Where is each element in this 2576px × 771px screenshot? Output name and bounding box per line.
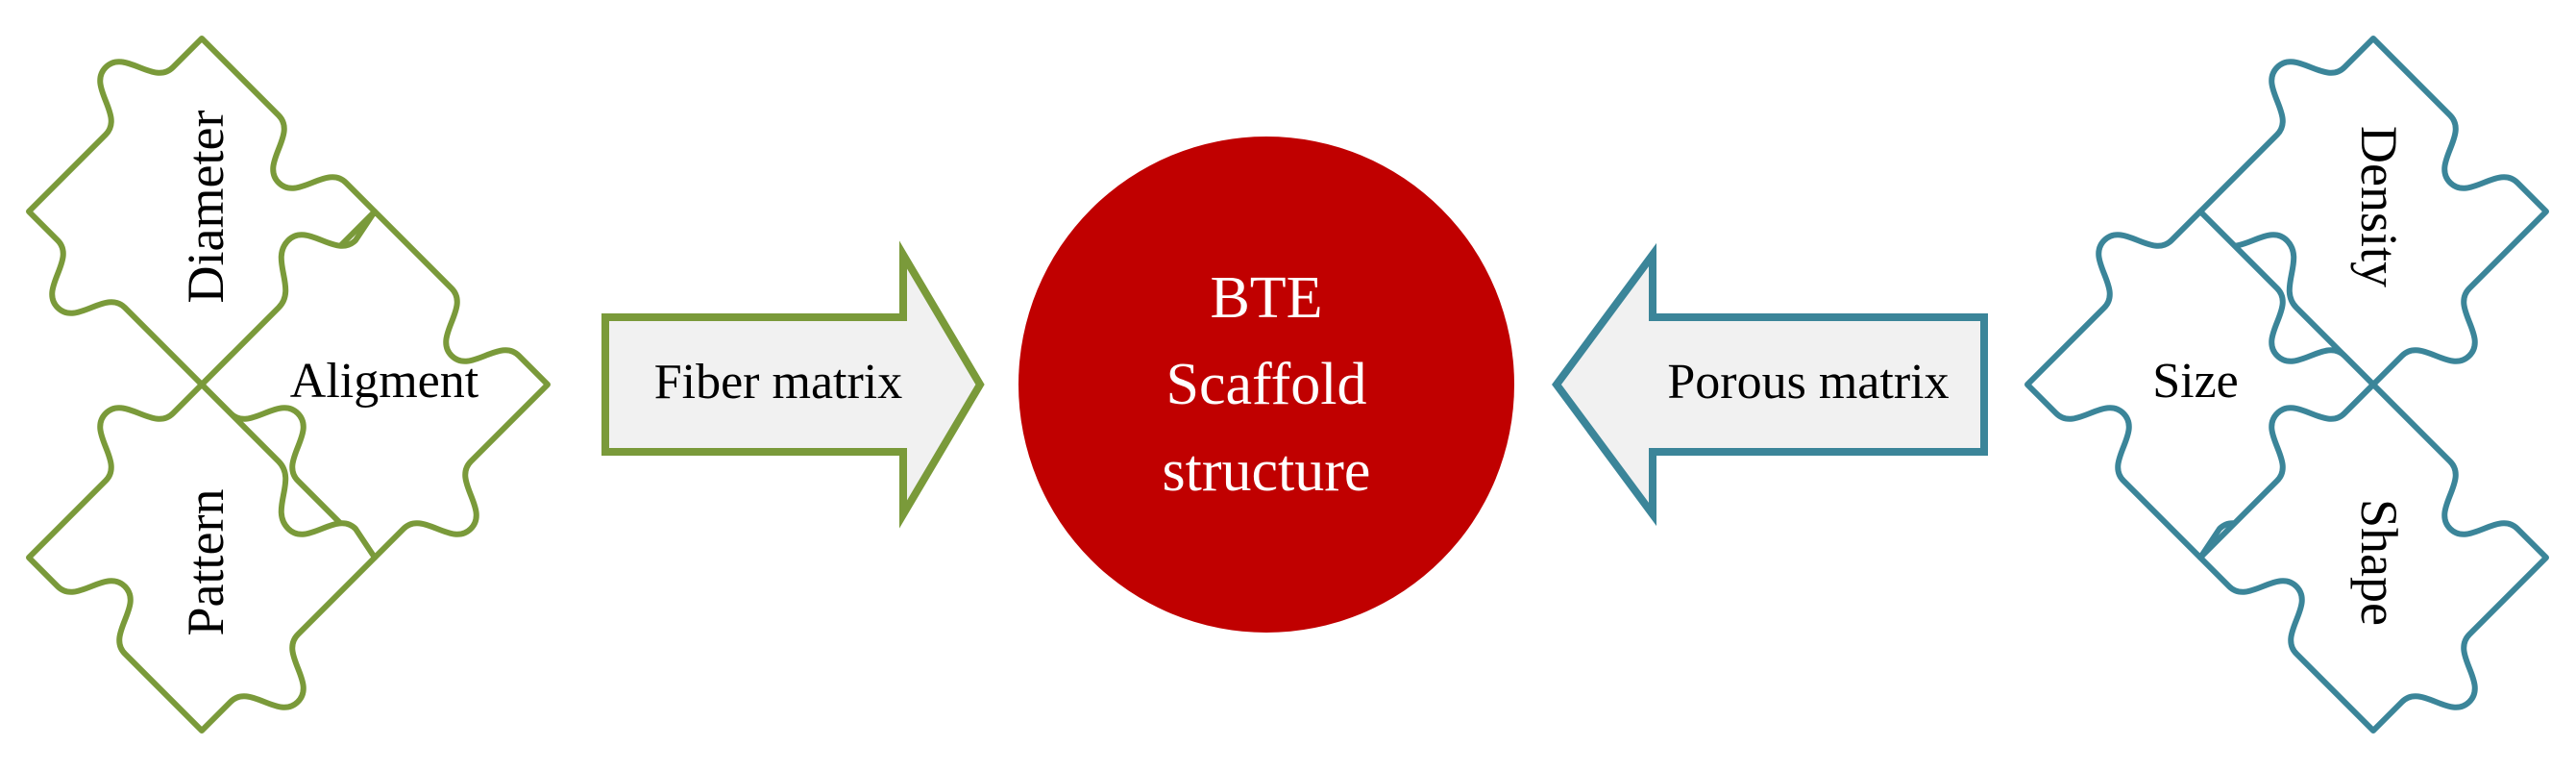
porous-matrix-label: Porous matrix (1667, 355, 1949, 410)
puzzle-piece-density (2197, 36, 2549, 387)
label-diameter: Diameter (177, 111, 234, 304)
label-pattern: Pattern (177, 489, 234, 636)
label-size: Size (2152, 354, 2239, 409)
fiber-matrix-arrow: Fiber matrix (601, 240, 985, 529)
left-puzzle-cluster: Diameter Aligment Pattern (26, 36, 551, 734)
label-alignment: Aligment (290, 354, 479, 409)
center-node: BTE Scaffold structure (1018, 137, 1514, 633)
fiber-matrix-label: Fiber matrix (654, 355, 903, 410)
puzzle-piece-alignment (199, 209, 551, 560)
center-line-2: Scaffold (1166, 352, 1367, 417)
label-density: Density (2350, 126, 2408, 287)
center-line-1: BTE (1210, 265, 1322, 331)
fiber-matrix-arrow-shape (601, 240, 985, 529)
center-line-3: structure (1163, 438, 1371, 504)
right-puzzle-cluster: Density Size Shape (2024, 36, 2549, 734)
puzzle-piece-pattern (26, 382, 378, 734)
center-circle (1018, 137, 1514, 633)
porous-matrix-arrow: Porous matrix (1552, 242, 1988, 527)
puzzle-piece-shape (2197, 382, 2549, 734)
porous-matrix-arrow-shape (1552, 242, 1988, 527)
label-shape: Shape (2350, 499, 2408, 626)
